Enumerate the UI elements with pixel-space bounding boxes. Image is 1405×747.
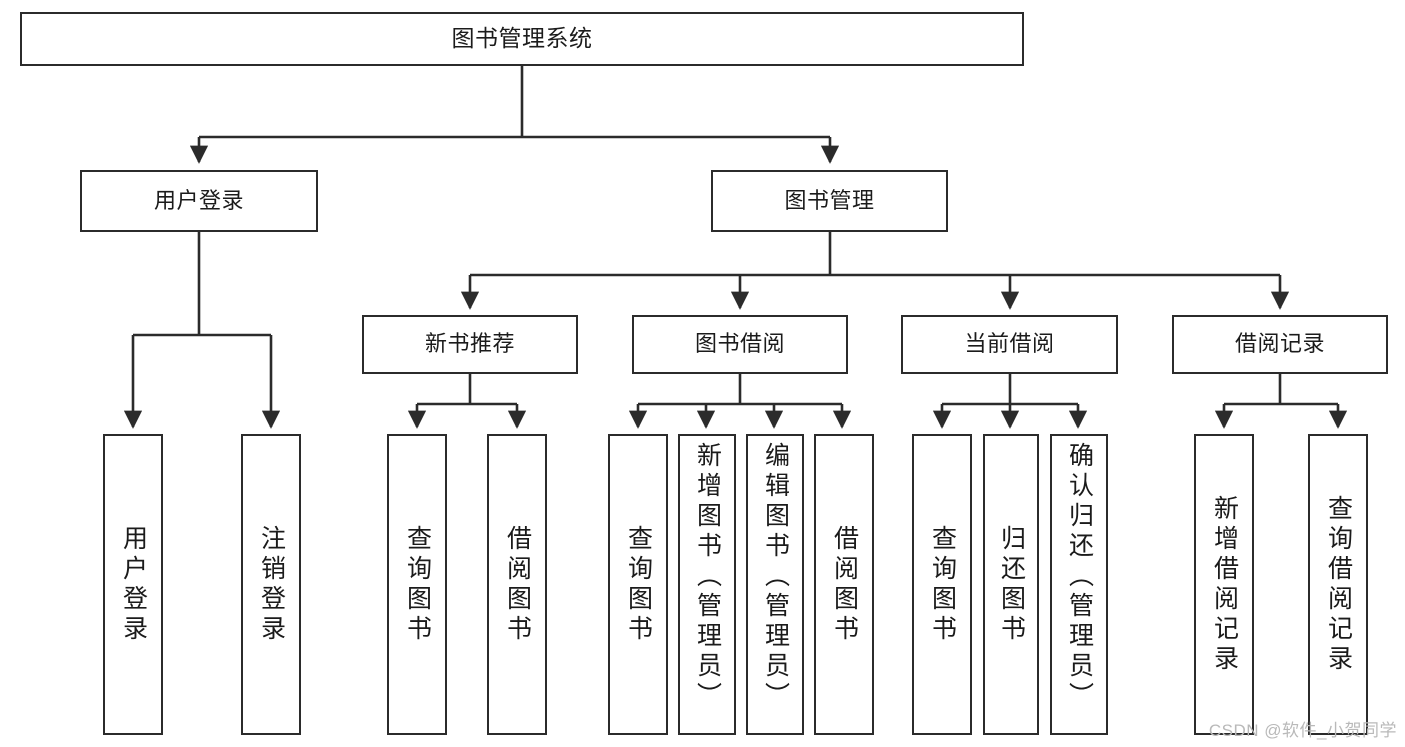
leaf-borrow-query-book[interactable]: 查询图书 [608, 434, 668, 735]
node-label: 注销登录 [257, 524, 286, 645]
node-user-login[interactable]: 用户登录 [80, 170, 318, 232]
node-label: 图书借阅 [694, 331, 785, 357]
leaf-borrow-edit-book-admin[interactable]: 编辑图书（管理员） [746, 434, 804, 735]
leaf-record-query-record[interactable]: 查询借阅记录 [1308, 434, 1368, 735]
node-label: 借阅图书 [830, 524, 859, 645]
leaf-current-return-book[interactable]: 归还图书 [983, 434, 1039, 735]
leaf-recommend-borrow-book[interactable]: 借阅图书 [487, 434, 547, 735]
watermark: CSDN @软件_小贺同学 [1208, 721, 1397, 740]
leaf-user-login-logout[interactable]: 注销登录 [241, 434, 301, 735]
node-current-borrow[interactable]: 当前借阅 [901, 315, 1118, 374]
node-label: 当前借阅 [964, 331, 1055, 357]
node-label: 借阅图书 [503, 524, 532, 645]
node-label: 用户登录 [153, 187, 244, 213]
leaf-current-query-book[interactable]: 查询图书 [912, 434, 972, 735]
leaf-borrow-borrow-book[interactable]: 借阅图书 [814, 434, 874, 735]
leaf-user-login-login[interactable]: 用户登录 [103, 434, 163, 735]
node-label: 查询图书 [403, 524, 432, 645]
node-new-book-recommend[interactable]: 新书推荐 [362, 315, 578, 374]
node-label: 查询图书 [928, 524, 957, 645]
node-borrow-record[interactable]: 借阅记录 [1172, 315, 1388, 374]
node-book-borrow[interactable]: 图书借阅 [632, 315, 848, 374]
node-label: 新增借阅记录 [1210, 494, 1239, 675]
node-label: 确认归还（管理员） [1065, 442, 1094, 712]
leaf-recommend-query-book[interactable]: 查询图书 [387, 434, 447, 735]
leaf-current-confirm-return-admin[interactable]: 确认归还（管理员） [1050, 434, 1108, 735]
leaf-borrow-add-book-admin[interactable]: 新增图书（管理员） [678, 434, 736, 735]
node-label: 图书管理系统 [451, 25, 593, 52]
node-root-system[interactable]: 图书管理系统 [20, 12, 1024, 66]
node-label: 新书推荐 [424, 331, 515, 357]
node-label: 查询图书 [624, 524, 653, 645]
node-book-management[interactable]: 图书管理 [711, 170, 948, 232]
node-label: 借阅记录 [1234, 331, 1325, 357]
node-label: 图书管理 [784, 187, 875, 213]
node-label: 编辑图书（管理员） [761, 442, 790, 712]
node-label: 用户登录 [119, 524, 148, 645]
node-label: 查询借阅记录 [1324, 494, 1353, 675]
node-label: 新增图书（管理员） [693, 442, 722, 712]
node-label: 归还图书 [997, 524, 1026, 645]
leaf-record-add-record[interactable]: 新增借阅记录 [1194, 434, 1254, 735]
